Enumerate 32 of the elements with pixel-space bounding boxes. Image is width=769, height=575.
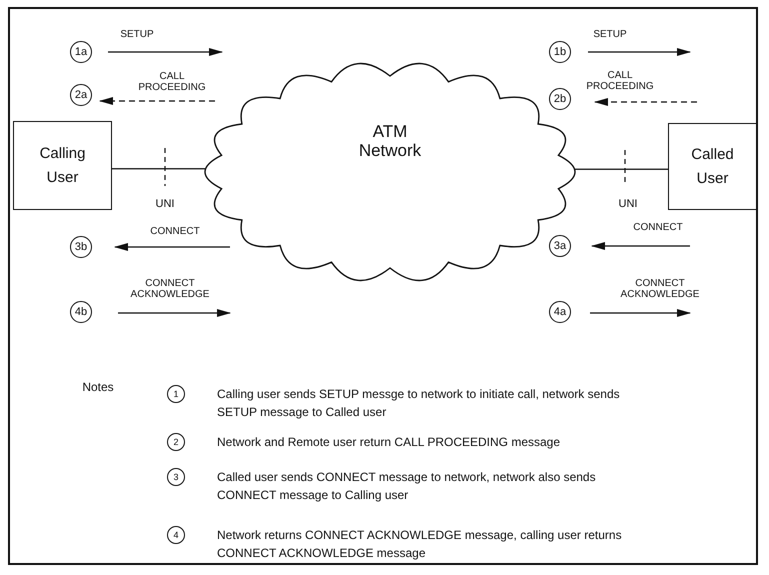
step-number: 1b: [549, 41, 571, 63]
note-text: Network and Remote user return CALL PROCEEDING message: [217, 434, 562, 451]
message-label: CONNECT: [632, 222, 684, 233]
connection-line: [112, 168, 205, 170]
step-number: 4b: [70, 301, 92, 323]
step-number: 1a: [70, 41, 92, 63]
message-label: SETUP: [592, 29, 628, 40]
step-number: 2a: [70, 84, 92, 106]
note-number: 1: [167, 385, 185, 403]
step-number: 2b: [549, 88, 571, 110]
entity-box: Calling User: [13, 121, 112, 210]
note-number: 3: [167, 468, 185, 486]
message-label: SETUP: [119, 29, 155, 40]
interface-label: UNI: [154, 198, 176, 210]
notes-heading: Notes: [81, 380, 115, 394]
message-label: CALL PROCEEDING: [585, 70, 655, 92]
step-number: 3a: [549, 235, 571, 257]
step-number: 4a: [549, 301, 571, 323]
connection-line: [575, 168, 668, 170]
message-label: CALL PROCEEDING: [137, 71, 207, 93]
message-label: CONNECT ACKNOWLEDGE: [620, 278, 700, 300]
message-label: CONNECT ACKNOWLEDGE: [130, 278, 210, 300]
note-number: 2: [167, 433, 185, 451]
interface-label: UNI: [618, 198, 638, 210]
note-text: Calling user sends SETUP messge to network to initiate call, network sends SETUP message to Called user: [217, 386, 621, 421]
entity-box: Called User: [668, 123, 757, 210]
network-label: ATM Network: [358, 123, 422, 161]
message-label: CONNECT: [149, 226, 201, 237]
note-number: 4: [167, 526, 185, 544]
note-text: Network returns CONNECT ACKNOWLEDGE message, calling user returns CONNECT ACKNOWLEDGE message: [217, 527, 623, 562]
step-number: 3b: [70, 236, 92, 258]
note-text: Called user sends CONNECT message to network, network also sends CONNECT message to Calling user: [217, 469, 597, 504]
